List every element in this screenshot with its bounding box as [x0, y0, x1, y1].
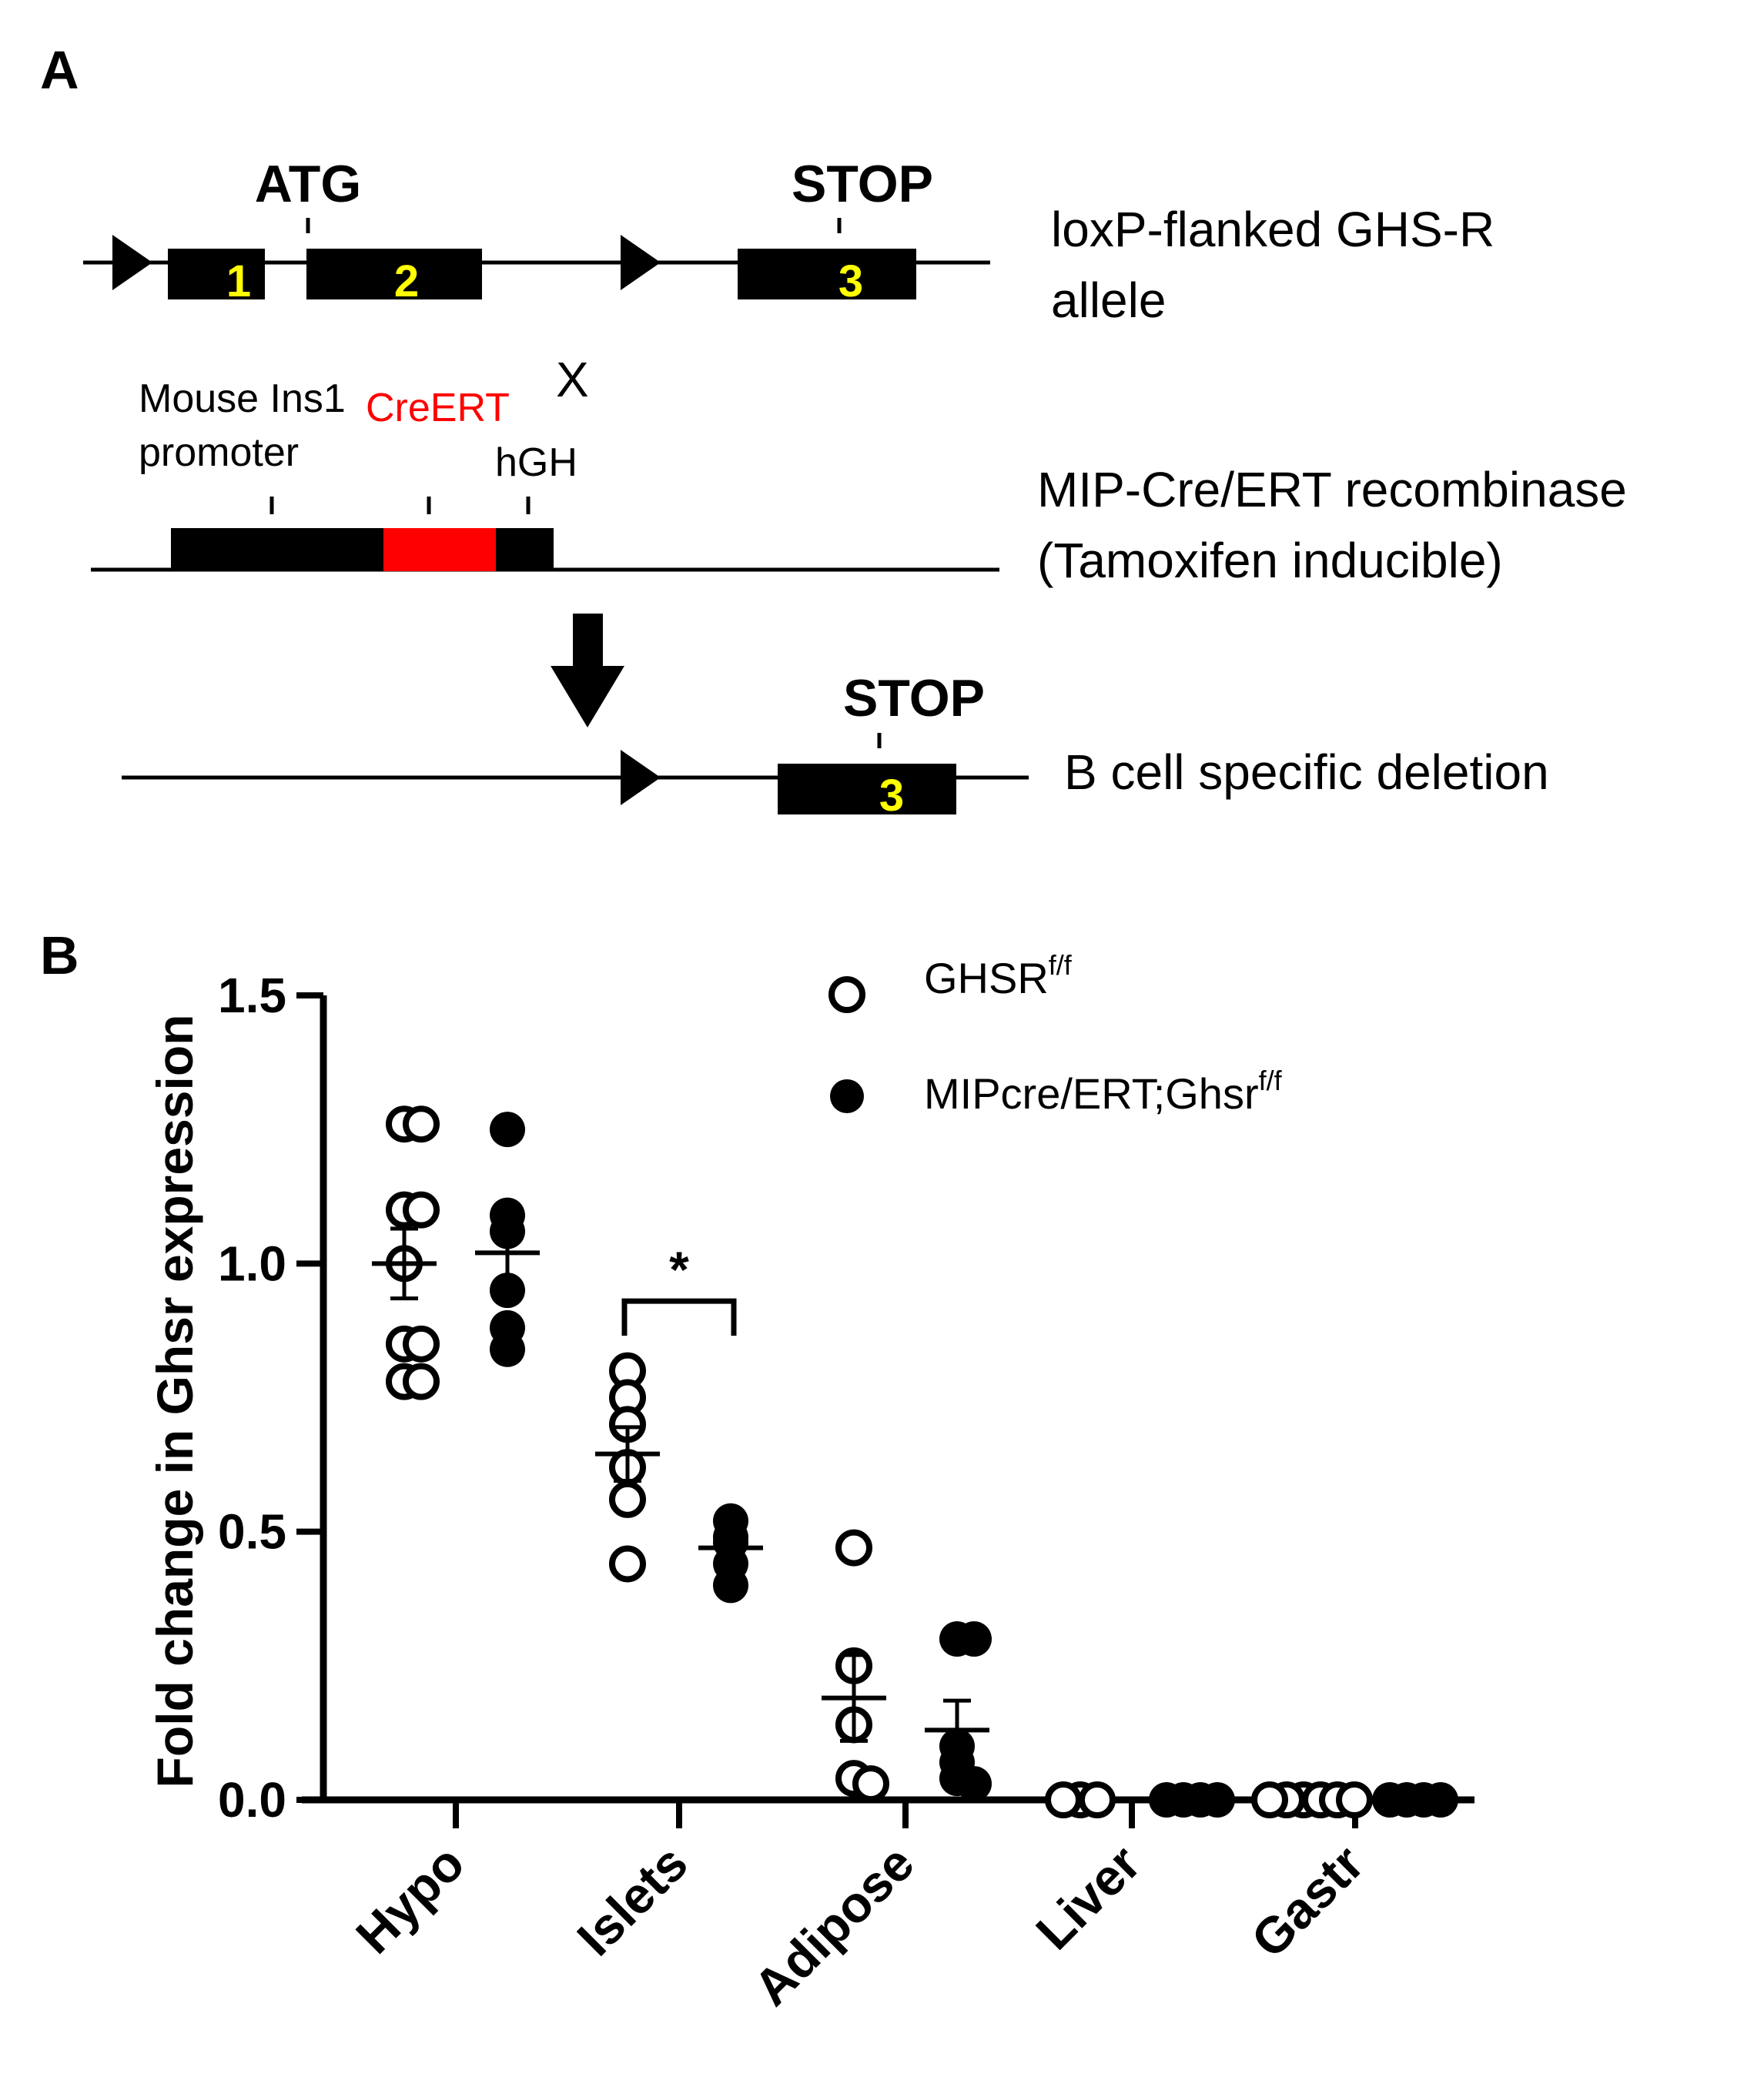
stop-label: STOP — [792, 155, 933, 213]
open-data-point — [609, 1480, 646, 1518]
floxed-desc-line1: loxP-flanked GHS-R — [1051, 202, 1495, 257]
filled-data-point — [1423, 1782, 1458, 1818]
open-data-point — [403, 1363, 440, 1400]
floxed-allele: 1 2 3 ATG STOP loxP-flanked GHS-R allele — [83, 155, 1495, 328]
filled-data-point — [1149, 1782, 1184, 1818]
legend-label-2: MIPcre/ERT;Ghsrf/f — [924, 1065, 1283, 1118]
x-tick-label-hypo: Hypo — [345, 1835, 475, 1965]
deleted-exon-3 — [778, 764, 956, 814]
cross-symbol: X — [556, 352, 589, 407]
creert-label: CreERT — [366, 386, 510, 430]
loxp-site-2 — [621, 235, 661, 290]
filled-data-point — [490, 1331, 525, 1367]
deleted-stop-label: STOP — [843, 669, 985, 727]
deleted-allele: 3 STOP B cell specific deletion — [122, 669, 1549, 821]
data-marks — [372, 1105, 1458, 1818]
x-tick-label-islets: Islets — [566, 1835, 698, 1967]
legend-label-2-sup: f/f — [1259, 1065, 1283, 1096]
significance-annotations: * — [621, 1241, 737, 1336]
exon-1 — [168, 249, 265, 299]
panel-a-label: A — [40, 40, 79, 100]
y-ticks: 0.0 0.5 1.0 1.5 — [218, 968, 323, 1828]
legend-label-1-sup: f/f — [1049, 949, 1073, 981]
promoter-label-line2: promoter — [139, 430, 299, 475]
open-data-point — [403, 1191, 440, 1229]
filled-data-point — [1372, 1782, 1408, 1818]
filled-data-point — [956, 1766, 992, 1802]
open-data-point — [1336, 1781, 1373, 1818]
y-tick-label: 1.0 — [218, 1236, 286, 1291]
exon-2-number: 2 — [394, 256, 419, 306]
hgh-label: hGH — [495, 440, 577, 485]
legend-label-2-name: MIPcre/ERT;Ghsr — [924, 1069, 1259, 1118]
y-tick-label: 0.0 — [218, 1772, 286, 1828]
open-data-point — [835, 1529, 872, 1567]
x-tick-label-adipose: Adipose — [742, 1835, 924, 2016]
significance-star: * — [669, 1241, 689, 1298]
panel-b-label: B — [40, 925, 79, 985]
filled-data-point — [1200, 1782, 1235, 1818]
promoter-label-line1: Mouse Ins1 — [139, 376, 346, 421]
y-tick-label: 0.5 — [218, 1504, 286, 1560]
mip-cre-construct: Mouse Ins1 promoter CreERT hGH MIP-Cre/E… — [91, 376, 1627, 588]
open-data-point — [403, 1325, 440, 1363]
y-axis-title: Fold change in Ghsr expression — [146, 1015, 203, 1788]
open-data-point — [609, 1545, 646, 1583]
cre-desc-line2: (Tamoxifen inducible) — [1037, 533, 1503, 588]
filled-data-point — [956, 1621, 992, 1657]
legend-marker-open — [828, 976, 865, 1013]
legend-marker-filled — [830, 1079, 864, 1113]
chart: 0.0 0.5 1.0 1.5 Hypo Islets Adipose Liver Gastr… — [146, 968, 1474, 2016]
loxp-site-1 — [112, 235, 152, 290]
exon-3-number: 3 — [838, 256, 863, 306]
x-ticks: Hypo Islets Adipose Liver Gastr — [345, 1800, 1374, 2016]
creert-block — [383, 528, 496, 571]
exon-3 — [738, 249, 916, 299]
legend: GHSRf/f MIPcre/ERT;Ghsrf/f — [828, 949, 1283, 1118]
open-data-point — [1079, 1781, 1116, 1818]
deleted-exon-3-number: 3 — [879, 771, 904, 821]
y-tick-label: 1.5 — [218, 968, 286, 1023]
exon-1-number: 1 — [226, 256, 251, 306]
filled-data-point — [490, 1112, 525, 1148]
x-tick-label-liver: Liver — [1025, 1835, 1151, 1961]
open-data-point — [1251, 1781, 1288, 1818]
floxed-desc-line2: allele — [1051, 273, 1166, 328]
filled-data-point — [713, 1567, 748, 1604]
cre-desc-line1: MIP-Cre/ERT recombinase — [1037, 462, 1627, 517]
significance-bracket — [621, 1298, 737, 1336]
atg-label: ATG — [255, 155, 362, 213]
exon-2 — [306, 249, 482, 299]
deletion-desc: B cell specific deletion — [1064, 744, 1549, 800]
legend-label-1-name: GHSR — [924, 954, 1049, 1002]
open-data-point — [403, 1105, 440, 1143]
legend-label-1: GHSRf/f — [924, 949, 1073, 1002]
filled-data-point — [490, 1273, 525, 1309]
arrow-down-icon — [551, 614, 624, 727]
loxp-site-remaining — [621, 750, 661, 805]
open-data-point — [1045, 1781, 1082, 1818]
promoter-block — [171, 528, 554, 571]
x-tick-label-gastr: Gastr — [1240, 1835, 1374, 1968]
open-data-point — [852, 1765, 889, 1803]
